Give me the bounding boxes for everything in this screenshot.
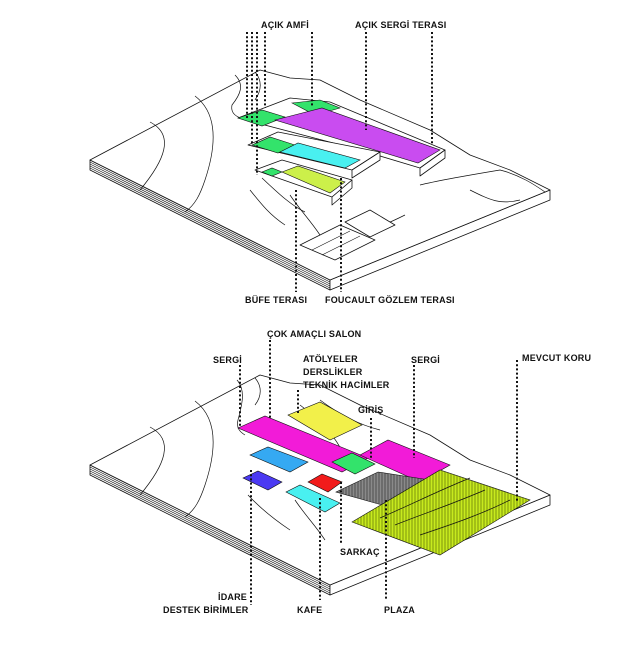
bottom-zones [237,401,531,556]
label-giris: GİRİŞ [358,405,384,415]
label-bufe-terasi: BÜFE TERASI [245,295,307,305]
label-sergi-left: SERGİ [213,355,242,365]
label-acik-sergi-terasi: AÇIK SERGİ TERASI [355,20,446,30]
label-atolyeler: ATÖLYELER [303,354,358,364]
zone-giris-green [331,452,376,475]
zone-idare-blue [249,446,309,473]
zone-foucault-lime [281,165,346,194]
top-steps [299,209,396,261]
bottom-leaders [239,340,518,605]
label-cok-amacli-salon: ÇOK AMAÇLI SALON [267,329,361,339]
label-acik-amfi: AÇIK AMFİ [261,20,309,30]
zone-acik-amfi-green [237,109,286,127]
label-kafe: KAFE [297,605,322,615]
label-idare: İDARE [218,592,247,602]
top-terraces [237,97,446,213]
bottom-site-model [89,340,551,605]
top-leaders [246,32,433,292]
top-terrain-slab [89,159,551,291]
label-foucault-gozlem-terasi: FOUCAULT GÖZLEM TERASI [325,295,455,305]
zone-mevcut-koru-green [351,469,531,556]
label-plaza: PLAZA [384,605,415,615]
zone-middle-cyan [279,142,361,169]
label-teknik-hacimler: TEKNİK HACİMLER [303,380,390,390]
label-derslikler: DERSLİKLER [303,367,363,377]
label-sarkac: SARKAÇ [340,547,380,557]
label-mevcut-koru: MEVCUT KORU [522,353,591,363]
label-sergi-right: SERGİ [411,355,440,365]
label-destek-birimler: DESTEK BİRİMLER [163,605,249,615]
zone-acik-sergi-violet [273,107,441,164]
top-site-model [89,32,551,292]
zone-atolyeler-yellow [287,401,363,441]
zone-destek-indigo [242,470,283,491]
zone-sergi-right-magenta [359,439,451,483]
